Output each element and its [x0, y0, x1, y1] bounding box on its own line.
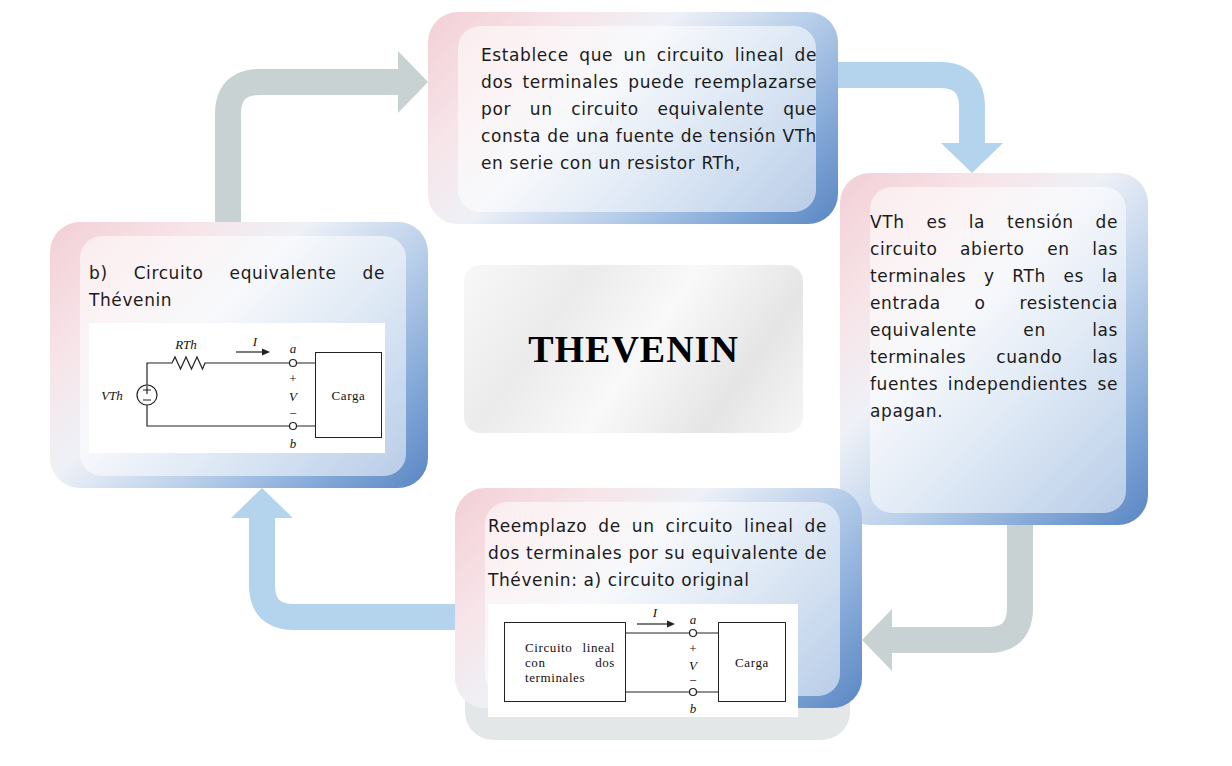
circuit-label: + — [689, 642, 696, 655]
arrowhead — [862, 609, 892, 671]
current-arrowhead — [262, 349, 270, 356]
box-text: Establece que un circuito lineal de dos … — [481, 42, 817, 177]
box-text: b) Circuito equivalente de Thévenin — [89, 260, 385, 314]
definition-card: VTh es la tensión de circuito abierto en… — [840, 173, 1148, 525]
arrow-band — [228, 82, 398, 222]
bottom-wire — [147, 405, 315, 426]
circuit-label: b — [290, 437, 297, 450]
title-text: THEVENIN — [528, 327, 739, 371]
circuit-label: V — [289, 390, 297, 403]
circuit-label: − — [689, 674, 696, 687]
box-text: Carga — [332, 388, 366, 403]
terminal-dot — [290, 360, 297, 367]
text-holder: Carga — [719, 623, 785, 701]
box-text: Circuito lineal con dos terminales — [525, 640, 615, 685]
text-holder: Establece que un circuito lineal de dos … — [481, 42, 817, 177]
arrowhead — [231, 488, 293, 518]
terminal-dot — [690, 689, 697, 696]
box-text: VTh es la tensión de circuito abierto en… — [870, 209, 1118, 425]
flow-arrow — [228, 51, 428, 222]
wire-line — [626, 691, 718, 692]
circuit-wire — [626, 633, 718, 634]
figure-card: b) Circuito equivalente de Thévenin Carg… — [50, 222, 428, 488]
wire-line — [626, 632, 718, 633]
voltage-source-symbol — [137, 385, 157, 405]
load-box: Carga — [718, 622, 786, 702]
title-box: THEVENIN — [464, 265, 803, 433]
circuit-label: I — [653, 606, 657, 619]
circuit-label: a — [690, 613, 697, 626]
figure-panel: Carga RTh Ia + VTh V − b — [89, 323, 385, 453]
arrowhead — [398, 51, 428, 113]
arrow-band — [262, 518, 455, 617]
text-holder: THEVENIN — [464, 265, 803, 433]
text-holder: Circuito lineal con dos terminales — [505, 623, 625, 701]
terminal-dot — [290, 423, 297, 430]
text-holder: Carga — [316, 353, 381, 437]
arrow-band — [838, 75, 972, 143]
circuit-label: VTh — [101, 389, 123, 402]
box-text: Carga — [735, 655, 769, 670]
flow-arrow — [838, 75, 1003, 173]
arrow-band — [892, 525, 1020, 640]
card-shadow — [465, 500, 850, 740]
text-holder: b) Circuito equivalente de Thévenin — [89, 260, 385, 314]
current-arrow — [637, 623, 669, 624]
current-arrowhead — [667, 621, 675, 628]
text-holder: VTh es la tensión de circuito abierto en… — [870, 209, 1118, 425]
load-box: Carga — [315, 352, 382, 438]
polarity-marks — [143, 386, 151, 400]
circuit-label: a — [290, 342, 297, 355]
circuit-box: Circuito lineal con dos terminales — [504, 622, 626, 702]
circuit-label: I — [253, 335, 257, 348]
figure-panel: Circuito lineal con dos terminales Carga I… — [488, 604, 798, 717]
current-arrow — [236, 351, 264, 352]
circuit-label: − — [289, 407, 296, 420]
terminal-dot — [690, 630, 697, 637]
circuit-wire — [626, 692, 718, 693]
box-text: Reemplazo de un circuito lineal de dos t… — [488, 513, 827, 594]
circuit-label: RTh — [175, 338, 197, 351]
text-holder: Reemplazo de un circuito lineal de dos t… — [488, 513, 827, 594]
circuit-label: V — [689, 659, 697, 672]
definition-card: Establece que un circuito lineal de dos … — [428, 12, 838, 224]
circuit-label: + — [289, 372, 296, 385]
arrowhead — [941, 143, 1003, 173]
flow-arrow — [231, 488, 455, 617]
flow-arrow — [862, 525, 1020, 671]
figure-card: Reemplazo de un circuito lineal de dos t… — [455, 488, 862, 708]
circuit-label: b — [690, 702, 697, 715]
top-wire — [147, 357, 315, 385]
